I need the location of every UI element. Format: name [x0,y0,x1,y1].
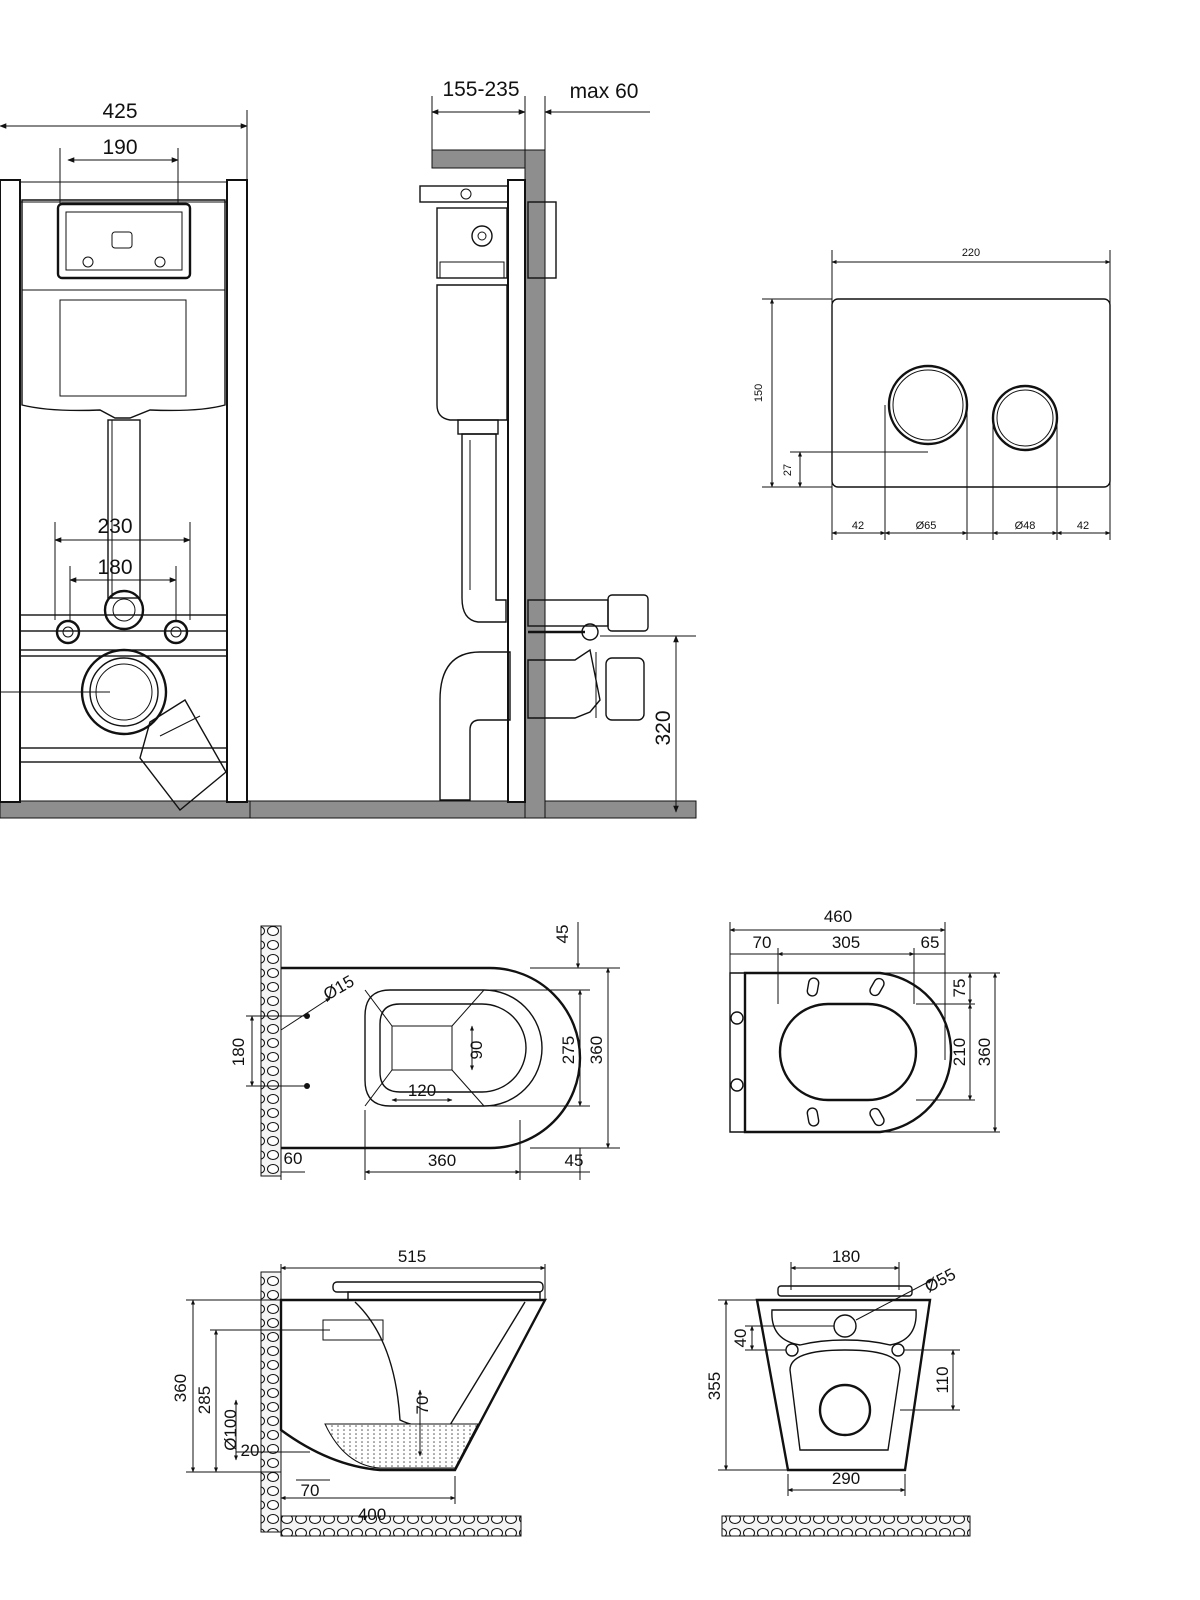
bowl-side-view: 515 360 285 Ø100 20 70 70 400 [171,1247,547,1537]
side-wall-stones [260,1271,282,1533]
dim-460: 460 [824,907,852,926]
dim-220: 220 [962,247,980,259]
flush-button-small[interactable] [991,384,1059,452]
dim-d55: Ø55 [922,1265,959,1297]
dim-40: 40 [731,1329,750,1348]
flush-mechanism-opening [56,202,192,280]
dim-305: 305 [832,933,860,952]
dim-180: 180 [97,556,132,579]
lower-rail [19,747,228,763]
dim-45-base: 45 [565,1151,584,1170]
frame-front-view: 425 190 230 180 [0,100,251,819]
flush-button-large[interactable] [887,364,969,446]
cistern-body [21,199,226,419]
stud-left [55,619,81,645]
dim-180-holes: 180 [229,1038,248,1066]
dim-360-seat: 360 [975,1038,994,1066]
dim-max-60: max 60 [570,80,639,103]
dim-320: 320 [652,710,675,745]
dim-70-foot: 70 [301,1481,320,1500]
dim-230: 230 [97,515,132,538]
dim-180-front: 180 [832,1247,860,1266]
dim-360-top: 360 [587,1036,606,1064]
bowl-top-view: 45 Ø15 180 120 90 275 360 60 360 45 [229,922,620,1180]
water-trap [324,1423,479,1469]
dim-42-left: 42 [852,520,864,532]
dim-275: 275 [559,1036,578,1064]
dim-290: 290 [832,1469,860,1488]
bowl-side-outline [279,1298,547,1472]
inlet-hole [833,1314,857,1338]
flush-plate-side [527,201,557,279]
dim-60: 60 [284,1149,303,1168]
side-floor-stones [280,1515,522,1537]
side-downpipe [461,433,507,623]
dim-d100: Ø100 [221,1409,240,1451]
cistern-side [436,284,508,421]
valve-block [436,207,508,279]
drain-bend [439,651,511,801]
dim-20: 20 [241,1441,260,1460]
dim-155-235: 155-235 [442,78,519,101]
dim-515: 515 [398,1247,426,1266]
valve-icon [111,231,133,249]
flush-plate-drawing: 220 150 27 42 Ø65 Ø48 42 [753,247,1111,540]
dim-425: 425 [102,100,137,123]
dim-285: 285 [195,1386,214,1414]
seat-top-view: 460 70 305 65 75 210 360 [729,907,1000,1134]
top-bracket [419,185,509,203]
dim-210: 210 [950,1038,969,1066]
dim-42-right: 42 [1077,520,1089,532]
seat-opening [778,1002,918,1102]
bowl-front-outline [755,1298,932,1472]
frame-right-post [226,179,248,803]
dim-70: 70 [753,933,772,952]
dim-d48: Ø48 [1015,520,1036,532]
water-inlet [103,589,145,631]
frame-left-post [0,179,21,803]
dim-400: 400 [358,1505,386,1524]
drain-elbow [139,699,227,812]
dim-355: 355 [705,1372,724,1400]
dim-70-side: 70 [413,1396,432,1415]
dim-360-side: 360 [171,1374,190,1402]
wall-stone-section [260,925,282,1177]
downpipe [107,419,141,599]
dim-75: 75 [950,979,969,998]
dim-d15: Ø15 [320,972,357,1005]
dim-150: 150 [753,384,765,402]
dim-360-base: 360 [428,1151,456,1170]
dim-120: 120 [408,1081,436,1100]
dim-27: 27 [782,464,794,476]
drain-connector [527,648,601,719]
front-floor-stones [721,1515,971,1537]
seat-lid-side [332,1281,544,1293]
floor-slab [0,800,251,819]
bowl-front-view: 180 Ø55 355 40 110 290 [705,1247,971,1537]
frame-side-post [507,179,526,803]
dim-90: 90 [467,1041,486,1060]
dim-d65: Ø65 [916,520,937,532]
dim-110: 110 [933,1366,952,1393]
dim-190: 190 [102,136,137,159]
frame-side-view: 155-235 max 60 320 [249,78,697,819]
dim-45-top: 45 [553,925,572,944]
seat-outline [743,971,953,1134]
floor-line [249,800,697,819]
stud-right [163,619,189,645]
flush-plate [831,298,1111,488]
dim-65: 65 [921,933,940,952]
outlet-hole [818,1383,872,1437]
